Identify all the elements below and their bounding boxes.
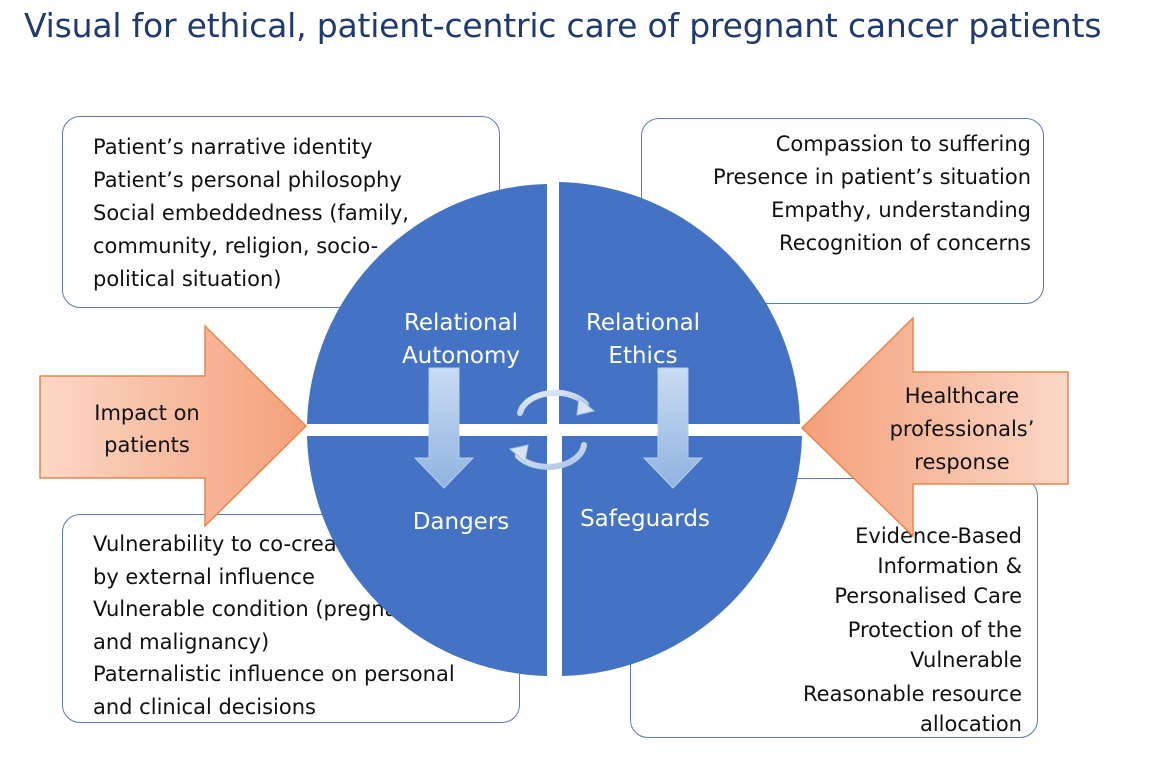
box-line: Paternalistic influence on personal <box>93 662 455 686</box>
quadrant-label-relational-1: Relational <box>404 310 518 336</box>
response-label-line-1: Healthcare <box>905 384 1019 408</box>
box-line: Personalised Care <box>834 584 1022 608</box>
box-line: Presence in patient’s situation <box>713 165 1031 189</box>
quadrant-label-dangers: Dangers <box>413 509 510 535</box>
box-line: Patient’s narrative identity <box>93 135 373 159</box>
down-arrow-right <box>642 367 704 489</box>
page-title: Visual for ethical, patient-centric care… <box>24 6 1102 45</box>
quadrant-dangers <box>307 436 547 676</box>
box-line: Vulnerable <box>910 648 1022 672</box>
response-arrow <box>800 316 1069 538</box>
box-line: Reasonable resource <box>803 682 1022 706</box>
box-line: Compassion to suffering <box>775 132 1031 156</box>
response-label-line-2: professionals’ <box>890 417 1035 441</box>
box-line: Vulnerability to co-creation <box>93 532 377 556</box>
quadrant-safeguards <box>562 436 802 676</box>
box-line: Empathy, understanding <box>771 198 1031 222</box>
response-label-line-3: response <box>914 450 1009 474</box>
impact-label-line-1: Impact on <box>94 401 199 425</box>
impact-label-line-2: patients <box>104 433 190 457</box>
box-line: by external influence <box>93 564 315 589</box>
quadrant-label-relational-2: Relational <box>586 310 700 336</box>
quadrant-label-autonomy: Autonomy <box>402 343 520 369</box>
impact-arrow <box>39 324 308 528</box>
box-line: Social embeddedness (family, <box>93 201 409 225</box>
box-line: allocation <box>919 712 1022 736</box>
relational-autonomy-box: Patient’s narrative identity Patient’s p… <box>62 116 500 308</box>
box-line: Patient’s personal philosophy <box>93 168 402 192</box>
box-line: political situation) <box>93 267 282 291</box>
cycle-arrows-icon <box>508 389 596 470</box>
box-line: Protection of the <box>847 618 1022 642</box>
box-line: Evidence-Based <box>855 524 1022 548</box>
box-line: and clinical decisions <box>93 694 316 719</box>
quadrant-label-ethics: Ethics <box>608 343 677 369</box>
down-arrow-left <box>413 367 475 489</box>
quadrant-relational-autonomy <box>307 184 547 424</box>
box-line: Recognition of concerns <box>779 231 1031 255</box>
quadrant-label-safeguards: Safeguards <box>580 506 710 532</box>
quadrant-relational-ethics <box>559 182 800 424</box>
box-line: Information & <box>877 554 1022 578</box>
box-line: community, religion, socio- <box>93 234 379 258</box>
box-line: and malignancy) <box>93 629 270 654</box>
